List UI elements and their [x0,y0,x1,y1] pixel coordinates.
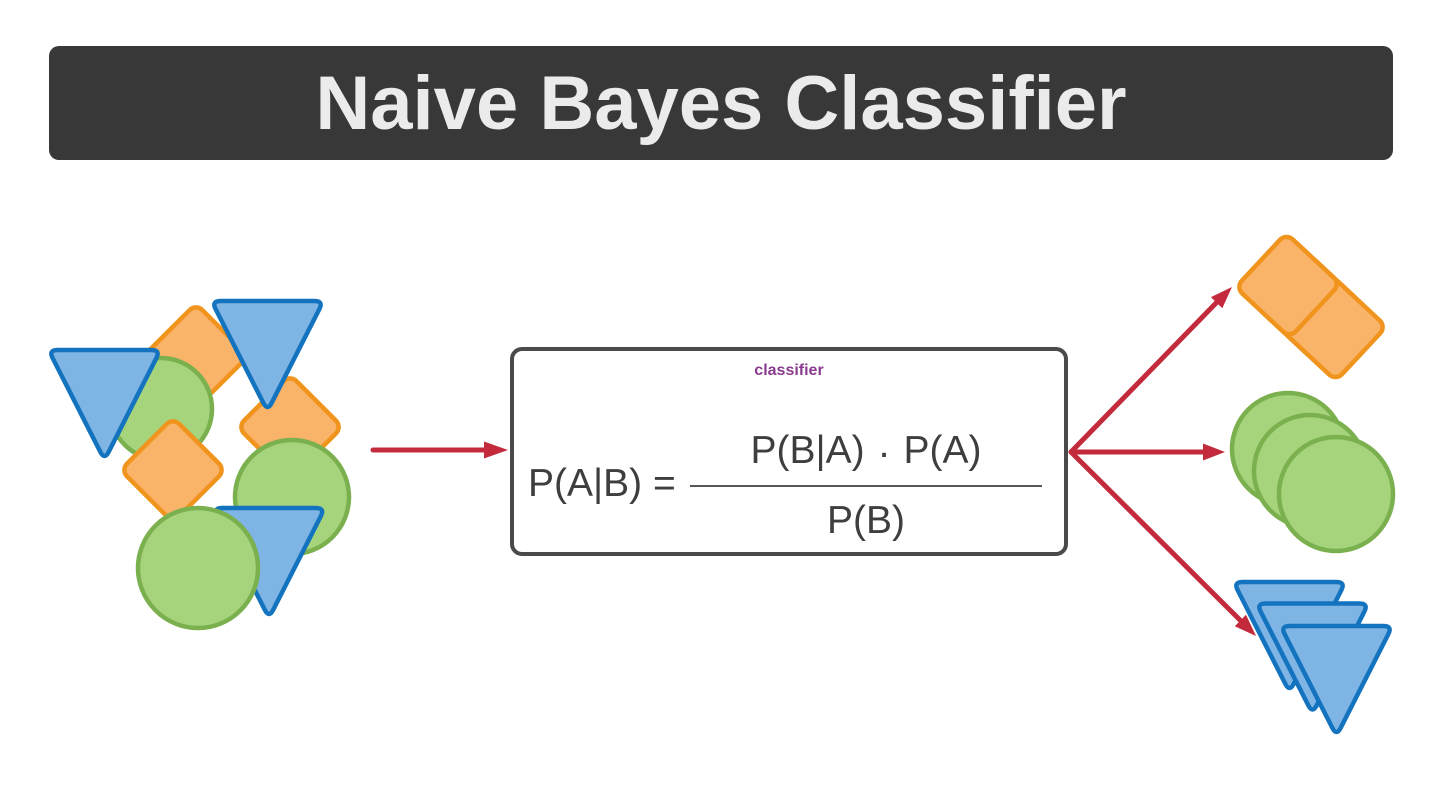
classifier-box: classifier P(A|B) = P(B|A). P(A) P(B) [510,347,1068,556]
arrowhead-icon [1210,287,1232,309]
formula-lhs: P(A|B) = [528,462,676,505]
arrow-classifier-to-circles [1068,443,1225,461]
arrow-input-to-classifier [370,441,508,459]
formula-fraction: P(B|A). P(A) P(B) [690,423,1042,545]
numerator-right-term: P(A) [903,429,982,472]
output-circle-shape [1276,434,1396,554]
arrow-line [1068,297,1222,455]
input-circle-shape [135,505,261,631]
output-squares-group [1236,233,1387,381]
formula-numerator: P(B|A). P(A) [690,423,1042,487]
input-cluster [51,301,352,631]
output-triangles-group [1236,582,1389,732]
arrows [370,287,1256,636]
arrow-classifier-to-triangles [1068,449,1256,636]
arrow-classifier-to-squares [1068,287,1232,455]
arrowhead-icon [1203,443,1225,461]
page-title: Naive Bayes Classifier [315,60,1127,146]
arrowhead-icon [484,441,508,459]
classifier-label: classifier [754,362,824,379]
numerator-left-term: P(B|A) [750,429,865,472]
multiplication-dot: . [878,423,890,466]
title-banner: Naive Bayes Classifier [49,46,1393,160]
formula-denominator: P(B) [827,499,905,542]
output-circles-group [1229,390,1396,554]
arrowhead-icon [1234,614,1256,636]
arrow-line [1068,449,1245,625]
